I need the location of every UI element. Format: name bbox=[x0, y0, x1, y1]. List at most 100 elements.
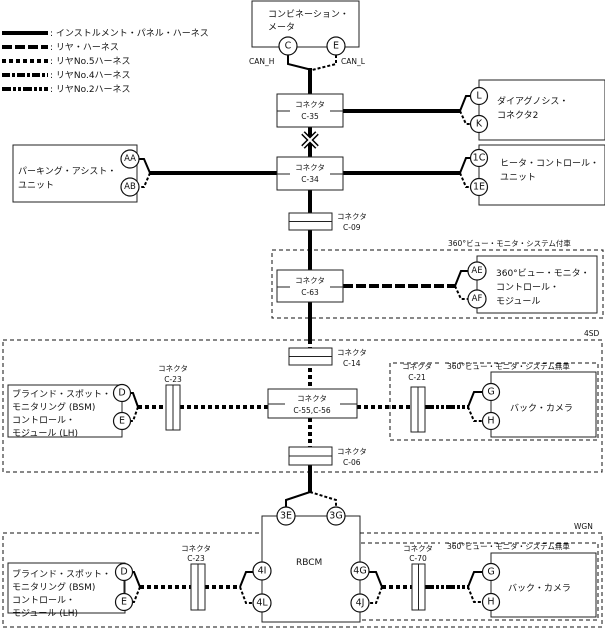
pin-ae bbox=[467, 261, 487, 281]
connector-id: C-06 bbox=[343, 458, 361, 467]
rbcm-3e-wire bbox=[285, 491, 311, 507]
pin-3e-label: 3E bbox=[280, 511, 292, 522]
connector-id: C-09 bbox=[343, 223, 361, 232]
pin-e-label: E bbox=[333, 41, 339, 52]
pin-3g bbox=[326, 506, 346, 526]
meter-label: コンビネーション・ bbox=[268, 9, 349, 20]
can-l-wire bbox=[311, 55, 337, 71]
pin-g-label: G bbox=[487, 567, 494, 578]
bsm-label: モジュール (LH) bbox=[12, 429, 78, 439]
cross-mark-icon bbox=[301, 131, 319, 149]
pin-c bbox=[278, 36, 298, 56]
bsm-label: モニタリング (BSM) bbox=[12, 581, 95, 593]
pin-aa bbox=[120, 149, 140, 169]
pin-3g-label: 3G bbox=[329, 511, 342, 522]
wgn-region bbox=[2, 532, 603, 628]
avm-module-label: コントロール・ bbox=[496, 283, 559, 293]
legend-label: : インストルメント・パネル・ハーネス bbox=[50, 28, 209, 39]
avm-module-label: モジュール bbox=[496, 297, 540, 307]
diag-label: ダイアグノシス・ bbox=[497, 95, 568, 107]
connector-id: C-23 bbox=[187, 554, 205, 563]
parking-label: ユニット bbox=[18, 181, 54, 191]
pin-c-label: C bbox=[285, 41, 292, 52]
pin-d bbox=[114, 562, 134, 582]
connector-label: コネクタ bbox=[295, 100, 325, 109]
pin-4j bbox=[350, 593, 370, 613]
pin-1e-label: 1E bbox=[473, 182, 485, 193]
pin-h-label: H bbox=[487, 416, 494, 427]
4sd-avm-not-equipped-region bbox=[389, 362, 599, 441]
can-h-label: CAN_H bbox=[249, 57, 274, 66]
wgn-avm-not-equipped-label: 360°ビュー・モニタ・システム無車 bbox=[447, 541, 570, 551]
pin-aa-label: AA bbox=[124, 154, 136, 164]
4sd-avm-not-equipped-label: 360°ビュー・モニタ・システム無車 bbox=[447, 361, 570, 371]
pin-ab-label: AB bbox=[124, 182, 136, 192]
pin-g bbox=[481, 382, 501, 402]
pin-h bbox=[481, 592, 501, 612]
pin-l bbox=[469, 86, 489, 106]
connector-c63 bbox=[276, 269, 344, 303]
pin-4i bbox=[252, 561, 272, 581]
connector-label: コネクタ bbox=[295, 276, 325, 285]
connector-label: コネクタ bbox=[403, 544, 433, 553]
4sd-region bbox=[2, 339, 603, 473]
pin-1e bbox=[469, 177, 489, 197]
connector-label: コネクタ bbox=[158, 364, 188, 373]
connector-id: C-34 bbox=[301, 175, 319, 184]
pin-g-label: G bbox=[487, 387, 494, 398]
connector-label: コネクタ bbox=[402, 362, 432, 371]
pin-4j-label: 4J bbox=[356, 598, 365, 609]
rbcm-box bbox=[261, 515, 361, 623]
connector-id: C-35 bbox=[301, 112, 319, 121]
parking-label: パーキング・アシスト・ bbox=[18, 165, 116, 177]
diagnosis-connector-box bbox=[478, 79, 605, 141]
bsm-label: モジュール (LH) bbox=[12, 609, 78, 619]
avm-control-module-box bbox=[476, 255, 598, 314]
connector-id: C-55,C-56 bbox=[293, 406, 331, 415]
bsm-label: コントロール・ bbox=[12, 416, 75, 426]
pin-e bbox=[114, 592, 134, 612]
pin-g bbox=[481, 562, 501, 582]
pin-k-label: K bbox=[476, 119, 483, 130]
connector-id: C-21 bbox=[408, 373, 426, 382]
legend: : インストルメント・パネル・ハーネス : リヤ・ハーネス : リヤNo.5ハー… bbox=[2, 28, 209, 95]
avm-module-label: 360°ビュー・モニタ・ bbox=[496, 268, 590, 279]
legend-label: : リヤNo.4ハーネス bbox=[50, 70, 131, 81]
meter-label: メータ bbox=[268, 22, 295, 33]
rbcm-label: RBCM bbox=[296, 558, 322, 568]
pin-d-label: D bbox=[120, 567, 127, 578]
wgn-avm-not-equipped-region bbox=[345, 542, 599, 621]
connector-label: コネクタ bbox=[337, 348, 367, 357]
pin-4g bbox=[350, 561, 370, 581]
heater-label: ヒータ・コントロール・ bbox=[500, 158, 599, 169]
pin-h bbox=[481, 411, 501, 431]
pin-d-label: D bbox=[118, 388, 125, 399]
pin-l-label: L bbox=[476, 91, 482, 102]
legend-label: : リヤ・ハーネス bbox=[50, 42, 119, 53]
pin-4l-label: 4L bbox=[256, 598, 268, 609]
legend-label: : リヤNo.5ハーネス bbox=[50, 56, 131, 67]
pin-e bbox=[326, 36, 346, 56]
can-h-wire bbox=[287, 55, 313, 71]
connector-id: C-63 bbox=[301, 288, 319, 297]
parking-assist-unit-box bbox=[12, 144, 138, 203]
bsm-label: コントロール・ bbox=[12, 596, 75, 606]
camera-label: バック・カメラ bbox=[508, 583, 571, 594]
wgn-label: WGN bbox=[574, 522, 593, 531]
legend-label: : リヤNo.2ハーネス bbox=[50, 84, 131, 95]
pin-k bbox=[469, 114, 489, 134]
connector-label: コネクタ bbox=[295, 163, 325, 172]
pin-e-label: E bbox=[119, 416, 125, 427]
bsm-label: ブラインド・スポット・ bbox=[12, 568, 111, 580]
can-l-label: CAN_L bbox=[341, 57, 366, 66]
pin-af-label: AF bbox=[472, 294, 483, 304]
bsm-module-box bbox=[7, 384, 123, 438]
connector-label: コネクタ bbox=[181, 544, 211, 553]
bsm-label: ブラインド・スポット・ bbox=[12, 388, 111, 400]
camera-label: バック・カメラ bbox=[510, 403, 573, 414]
connector-id: C-23 bbox=[164, 375, 182, 384]
pin-e bbox=[112, 411, 132, 431]
heater-control-unit-box bbox=[478, 144, 605, 206]
rbcm-3g-wire bbox=[309, 491, 337, 507]
